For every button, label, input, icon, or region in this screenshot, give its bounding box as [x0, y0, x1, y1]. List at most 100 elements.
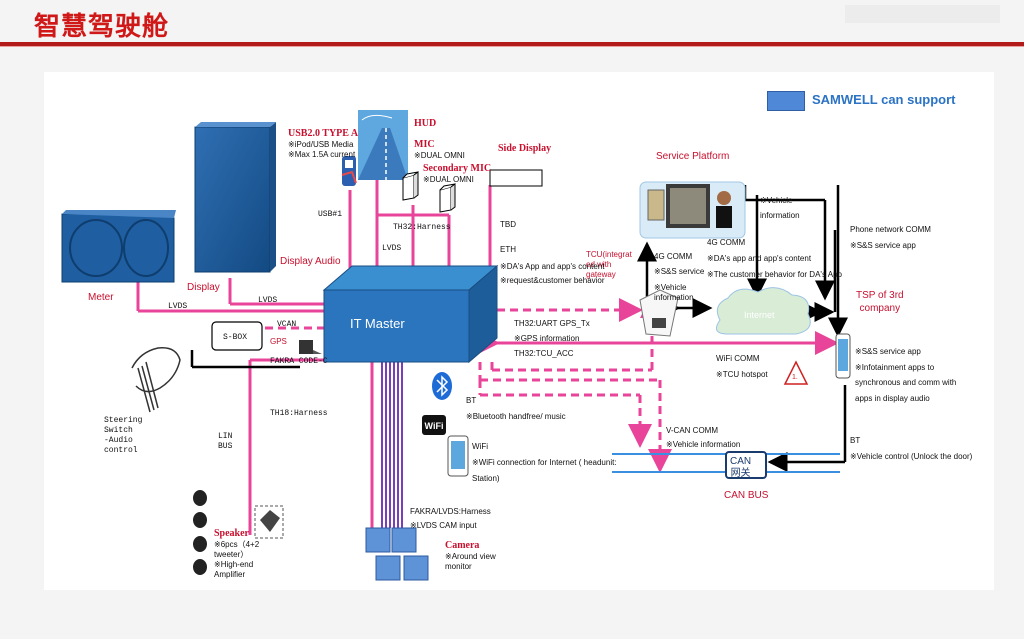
secondary-mic-note: ※DUAL OMNI	[423, 175, 474, 184]
amplifier-device	[260, 510, 280, 532]
phone-note1: ※S&S service app	[855, 347, 921, 356]
comm4g-a-note: ※S&S service	[654, 267, 705, 276]
usb-note2: ※Max 1.5A current	[288, 150, 356, 159]
tcu-label: TCU(integrat ed with gateway	[586, 250, 632, 279]
lvds-cam-label: ※LVDS CAM input	[410, 521, 477, 530]
bt-label: BT	[466, 396, 477, 405]
wifi-note1: ※WiFi connection for Internet ( headunit…	[472, 458, 617, 467]
sbox-device	[211, 321, 263, 351]
service-platform-group	[639, 181, 746, 239]
fakra-code-label: FAKRA CODE-C	[270, 357, 328, 366]
speaker-note3: ※High-end	[214, 560, 254, 569]
pink-links	[136, 180, 839, 545]
legend-swatch	[767, 91, 805, 111]
th32-harness-label: TH32:Harness	[393, 223, 451, 232]
wifi-label: WiFi	[472, 442, 488, 451]
cameras	[365, 527, 429, 581]
wifi-comm-label: WiFi COMM	[716, 354, 760, 363]
can-gateway-label: CAN 网关	[730, 456, 752, 479]
internet-cloud	[715, 287, 811, 335]
page-title: 智慧驾驶舱	[34, 12, 170, 42]
phone-net-label: Phone network COMM	[850, 225, 931, 234]
vcan-label: VCAN	[277, 320, 297, 329]
header-placeholder-box	[845, 5, 1000, 23]
side-display-label: Side Display	[498, 143, 552, 154]
speaker-note2: tweeter）	[214, 550, 249, 559]
gps-info-label: ※GPS information	[514, 334, 580, 343]
comm4g-a-label: 4G COMM	[654, 252, 693, 261]
usb-title: USB2.0 TYPE A	[288, 128, 359, 139]
camera-note1: ※Around view	[445, 552, 496, 561]
phone-note3: synchronous and comm with	[855, 378, 957, 387]
usb1-label: USB#1	[318, 210, 343, 219]
secondary-mic-device	[439, 183, 456, 213]
internet-label: Internet	[744, 310, 775, 320]
phone-left	[447, 435, 469, 477]
vehicle-info-can-label: ※Vehicle information	[666, 440, 741, 449]
title-underline-thin	[0, 46, 1024, 47]
display-label: Display	[187, 282, 220, 293]
camera-harness	[381, 362, 403, 528]
can-bus-label: CAN BUS	[724, 490, 769, 501]
meter-label: Meter	[88, 292, 114, 303]
speaker-title: Speaker	[214, 528, 249, 539]
display-audio-label: Display Audio	[280, 256, 341, 267]
black-links	[190, 185, 848, 472]
th32-tcu-label: TH32:TCU_ACC	[514, 349, 574, 358]
gps-label: GPS	[270, 337, 287, 346]
svg-text:WiFi: WiFi	[425, 421, 444, 431]
bluetooth-icon	[432, 372, 452, 400]
phone-net-note: ※S&S service app	[850, 241, 916, 250]
wifi-note2: Station)	[472, 474, 500, 483]
wifi-icon: WiFi	[422, 415, 446, 435]
comm4g-b-note1: ※DA's app and app's content	[707, 254, 812, 263]
mic-note: ※DUAL OMNI	[414, 151, 465, 160]
camera-title: Camera	[445, 540, 480, 551]
warning-triangle	[783, 360, 809, 385]
tcu-device	[639, 289, 679, 337]
lvds-hud-label: LVDS	[382, 244, 402, 253]
gps-device	[299, 340, 322, 354]
meter-device	[61, 210, 176, 283]
steering-wheel	[131, 347, 181, 413]
vehicle-info-tcu-label: ※Vehicle information	[654, 283, 694, 302]
comm4g-b-label: 4G COMM	[707, 238, 746, 247]
eth-note2: ※request&customer behavior	[500, 276, 605, 285]
speakers	[193, 490, 207, 575]
legend-label: SAMWELL can support	[812, 92, 956, 107]
speaker-note4: Amplifier	[214, 570, 246, 579]
th18-label: TH18:Harness	[270, 409, 328, 418]
phone-note2: ※Infotainment apps to	[855, 363, 935, 372]
display-device	[194, 122, 276, 273]
vehicle-control-label: ※Vehicle control (Unlock the door)	[850, 452, 973, 461]
lin-bus-label: LIN BUS	[218, 432, 233, 451]
speaker-note1: ※6pcs（4+2	[214, 540, 260, 549]
title-underline	[0, 42, 1024, 46]
eth-note1: ※DA's App and app's content	[500, 262, 605, 271]
it-master-label: IT Master	[350, 316, 405, 331]
hud-device	[358, 110, 408, 180]
comm4g-b-note2: ※The customer behavior for DA's App	[707, 270, 842, 279]
steering-label: Steering Switch -Audio control	[104, 416, 143, 455]
can-gateway-box	[725, 451, 767, 479]
usb-icon	[341, 156, 357, 186]
sbox-label: S-BOX	[223, 333, 248, 342]
vcan-comm-label: V-CAN COMM	[666, 426, 718, 435]
phone-note4: apps in display audio	[855, 394, 930, 403]
bt-note: ※Bluetooth handfree/ music	[466, 412, 566, 421]
camera-note2: monitor	[445, 562, 472, 571]
bt-phone-label: BT	[850, 436, 861, 445]
it-master-box	[322, 264, 499, 364]
mic-label: MIC	[414, 139, 435, 150]
mic-device	[402, 171, 419, 201]
vehicle-info-sp-label: ※Vehicle information	[760, 196, 800, 221]
pink-dashed-links	[252, 294, 672, 473]
lvds-meter-label: LVDS	[168, 302, 188, 311]
usb-note1: ※iPod/USB Media	[288, 140, 354, 149]
lvds-display-label: LVDS	[258, 296, 278, 305]
warning-number: 1.	[792, 374, 798, 381]
phone-right	[835, 333, 851, 379]
eth-label: ETH	[500, 245, 516, 254]
tbd-label: TBD	[500, 220, 516, 229]
